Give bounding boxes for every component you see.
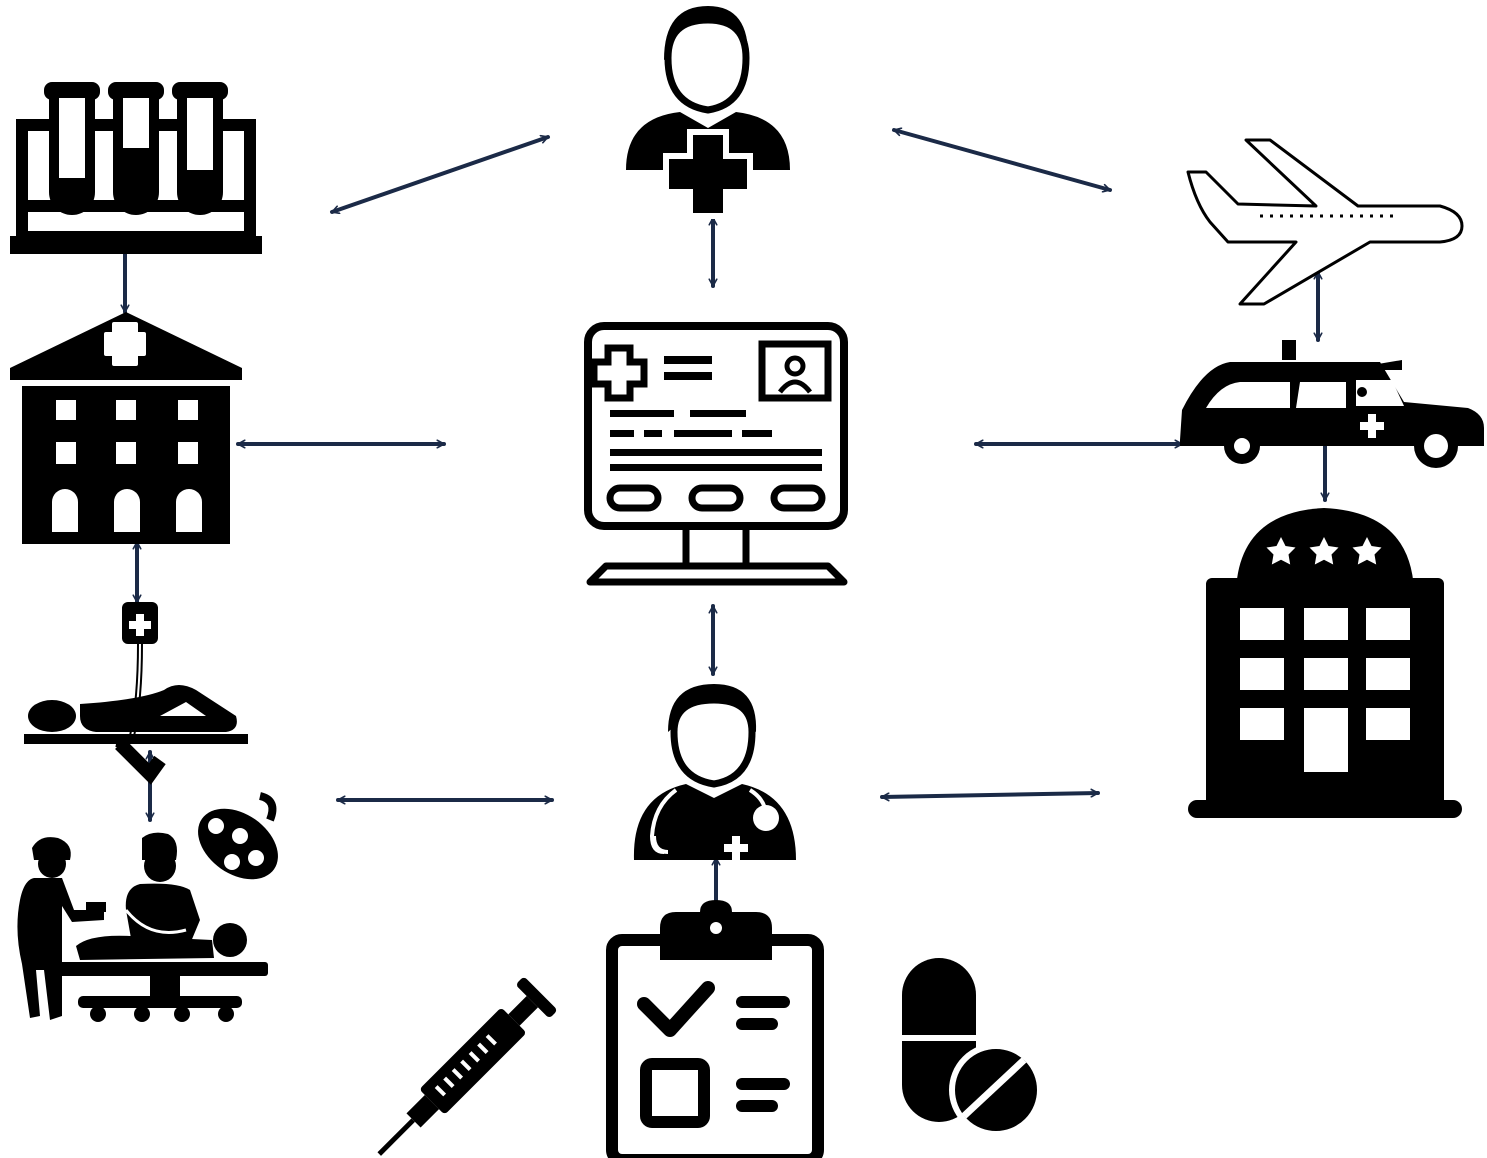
ambulance-icon [1180,340,1484,468]
arrow-doctor-hotel [880,793,1100,797]
syringe-icon [377,977,557,1156]
hospital-building-icon [10,312,242,544]
arrow-patient-airplane [892,130,1112,190]
arrow-lab-patient [330,137,550,212]
airplane-icon [1186,138,1464,306]
doctor-stethoscope-icon [633,684,796,860]
capsule-pills-icon [902,958,1043,1137]
medical-record-monitor-icon [584,322,848,586]
clipboard-checklist-icon [606,900,824,1158]
test-tubes-icon [10,82,262,254]
patient-plus-icon [626,6,790,219]
patient-iv-bed-icon [24,602,248,785]
three-star-hotel-icon [1188,508,1462,818]
surgery-operating-room-icon [17,792,278,1022]
